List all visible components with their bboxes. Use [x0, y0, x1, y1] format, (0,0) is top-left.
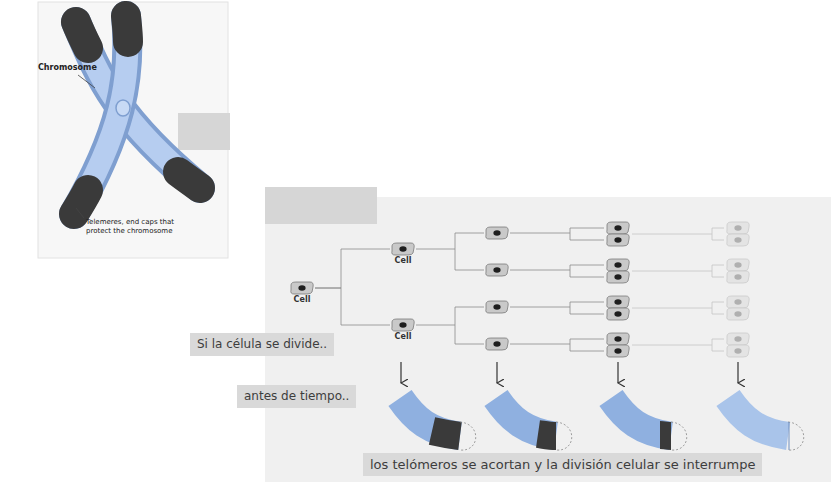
callout-box: antes de tiempo.. — [237, 385, 356, 408]
blank-box — [265, 187, 377, 224]
chromosome — [74, 16, 200, 214]
callout-box: los telómeros se acortan y la división c… — [363, 453, 762, 476]
cell-icon — [289, 281, 315, 295]
cell-label: Cell — [287, 295, 317, 305]
tree-connector — [315, 249, 390, 288]
cell-icon — [390, 242, 416, 256]
leader-line — [76, 208, 84, 218]
cell-label: Cell — [388, 332, 418, 342]
tree-lines — [416, 228, 724, 351]
chromosome-ends — [400, 398, 804, 450]
cell-icons — [486, 222, 749, 357]
cell-node: Cell — [388, 318, 418, 342]
blank-box — [178, 113, 230, 150]
cell-node: Cell — [388, 242, 418, 266]
cell-icon — [390, 318, 416, 332]
callout-text: los telómeros se acortan y la división c… — [370, 457, 755, 472]
callout-label: Telemeres, end caps that protect the chr… — [86, 218, 198, 236]
down-arrows — [401, 362, 738, 383]
panel — [265, 197, 831, 482]
tree-connector — [315, 288, 390, 325]
callout-text: antes de tiempo.. — [244, 389, 349, 404]
cell-label: Cell — [388, 256, 418, 266]
callout-text: Si la célula se divide.. — [197, 337, 327, 352]
part-label: Chromosome — [38, 63, 97, 73]
leader-line — [78, 75, 95, 88]
callout-box: Si la célula se divide.. — [190, 333, 334, 356]
cell-node: Cell — [287, 281, 317, 305]
